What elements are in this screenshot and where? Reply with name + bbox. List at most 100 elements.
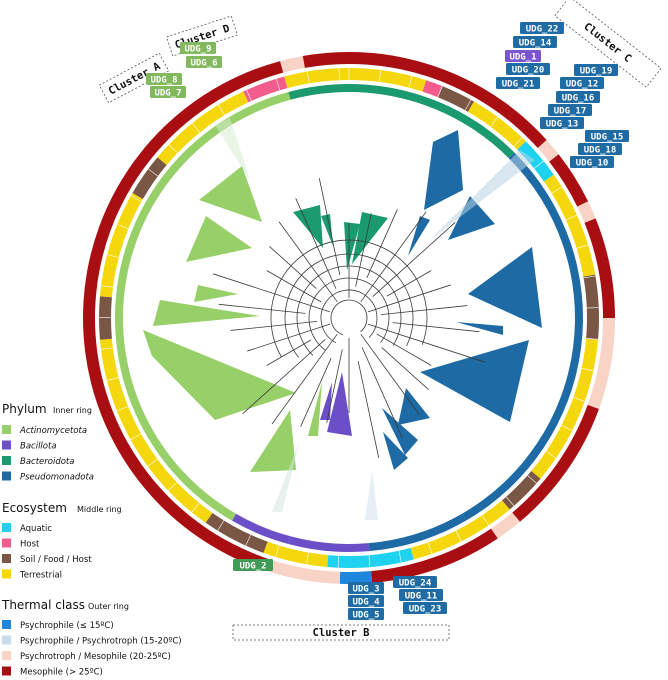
clade-wedge-actino-2 xyxy=(186,216,252,262)
udg-badge-text: UDG_23 xyxy=(409,605,442,615)
cluster-b-box: Cluster B xyxy=(232,624,450,641)
clade-wedge-actino-4 xyxy=(153,300,260,326)
collapsed-clade-wedges xyxy=(143,130,542,472)
leaf-tick xyxy=(551,186,563,194)
tree-spoke xyxy=(360,333,420,415)
tree-spoke xyxy=(242,339,326,414)
udg-badge-udg-24: UDG_24 xyxy=(393,576,437,589)
legend-swatch xyxy=(2,456,11,465)
leaf-tick xyxy=(576,244,589,249)
clade-wedge-bacillota-2 xyxy=(320,382,332,420)
udg-badge-udg-6: UDG_6 xyxy=(186,56,222,69)
udg-badge-bg xyxy=(505,50,541,62)
tree-spoke xyxy=(357,360,380,458)
tree-arc xyxy=(308,277,390,351)
ecosystem-ring-segment xyxy=(243,76,288,103)
ecosystem-ring-segment xyxy=(531,338,599,479)
thermal-ring-segment xyxy=(584,218,615,318)
legend-swatch xyxy=(2,523,11,532)
tree-spoke xyxy=(367,284,451,313)
ecosystem-ring-segment xyxy=(349,68,427,92)
udg-badge-bg xyxy=(403,602,447,614)
thermal-ring-segment xyxy=(371,528,498,583)
udg-badge-bg xyxy=(560,77,604,89)
leaf-tick xyxy=(337,555,339,568)
tree-spoke xyxy=(361,347,403,438)
udg-badge-text: UDG_1 xyxy=(509,53,536,63)
ecosystem-ring-segment xyxy=(99,338,213,523)
udg-badge-text: UDG_14 xyxy=(519,39,552,49)
udg-badge-text: UDG_24 xyxy=(399,579,432,589)
ecosystem-ring-segment xyxy=(157,91,249,166)
leaf-tick xyxy=(218,104,225,116)
thermal-ring-segment xyxy=(302,52,349,68)
legend-item-label: Bacteroidota xyxy=(20,457,74,467)
legend-swatch xyxy=(2,425,11,434)
leaf-tick xyxy=(545,451,557,459)
clade-wedge-pseudo-6 xyxy=(398,388,430,425)
thermal-ring-segment xyxy=(537,140,559,162)
tree-spoke xyxy=(392,322,480,333)
clade-wedge-pseudo-4 xyxy=(456,322,503,335)
udg-badge-text: UDG_18 xyxy=(584,146,617,156)
leaf-tick xyxy=(437,85,443,98)
leaf-tick xyxy=(192,122,201,133)
udg-badge-text: UDG_4 xyxy=(352,598,380,608)
legend-ecosystem-subtitle: Middle ring xyxy=(77,505,122,514)
tree-spoke xyxy=(278,221,338,303)
udg-badge-bg xyxy=(180,42,216,54)
udg-badge-udg-10: UDG_10 xyxy=(570,156,614,169)
legend-phylum-subtitle: Inner ring xyxy=(53,406,92,415)
ray-cluster-c xyxy=(430,150,535,240)
ecosystem-ring-segment xyxy=(438,86,474,112)
phylum-ring-segment xyxy=(232,91,291,123)
leaf-tick xyxy=(168,144,178,154)
udg-badge-text: UDG_2 xyxy=(239,562,266,572)
udg-badge-text: UDG_9 xyxy=(184,45,211,55)
udg-badge-bg xyxy=(348,595,384,607)
clade-wedge-pseudo-8 xyxy=(383,432,408,470)
udg-badge-text: UDG_6 xyxy=(190,59,217,69)
legend-ecosystem-title: Ecosystem xyxy=(2,501,67,515)
tree-arc xyxy=(330,299,368,336)
thermal-ring-segment xyxy=(280,56,305,73)
udg-badge-bg xyxy=(348,608,384,620)
tree-spoke xyxy=(247,323,331,352)
leaf-tick xyxy=(148,168,159,177)
annotation-rings xyxy=(83,52,615,585)
legend: Phylum Inner ring ActinomycetotaBacillot… xyxy=(1,402,182,678)
tree-spoke xyxy=(212,273,331,313)
leaf-tick xyxy=(398,550,402,563)
leaf-tick xyxy=(573,397,585,402)
phylum-ring-segment xyxy=(115,115,236,521)
udg-badge-text: UDG_16 xyxy=(562,94,595,104)
tree-spoke xyxy=(380,305,468,316)
udg-badge-udg-1: UDG_1 xyxy=(505,50,541,63)
udg-badge-udg-16: UDG_16 xyxy=(556,91,600,104)
udg-badge-text: UDG_10 xyxy=(576,159,609,169)
leaf-tick xyxy=(130,195,142,202)
legend-swatch xyxy=(2,651,11,660)
udg-badge-udg-18: UDG_18 xyxy=(578,143,622,156)
leaf-tick xyxy=(106,377,119,381)
leaf-tick xyxy=(117,224,129,230)
phylum-ring-segment xyxy=(288,536,370,552)
tree-spoke xyxy=(360,211,427,303)
udg-badge-udg-5: UDG_5 xyxy=(348,608,384,621)
clade-wedge-bacteroid-3 xyxy=(344,222,360,270)
udg-badge-text: UDG_17 xyxy=(554,107,587,117)
ecosystem-ring-segment xyxy=(501,470,541,510)
udg-badge-bg xyxy=(393,576,437,588)
udg-badge-udg-14: UDG_14 xyxy=(513,36,557,49)
thermal-ring-segment xyxy=(339,571,373,585)
thermal-ring-segment xyxy=(587,318,615,409)
udg-badge-bg xyxy=(348,582,384,594)
leaf-tick xyxy=(464,99,472,111)
udg-badge-text: UDG_22 xyxy=(526,25,559,35)
tree-spoke xyxy=(266,339,312,366)
leaf-tick xyxy=(100,347,113,350)
tree-spoke xyxy=(271,333,338,425)
udg-badge-bg xyxy=(150,86,186,98)
udg-badge-udg-20: UDG_20 xyxy=(506,63,550,76)
ring-leaf-ticks xyxy=(98,68,599,568)
